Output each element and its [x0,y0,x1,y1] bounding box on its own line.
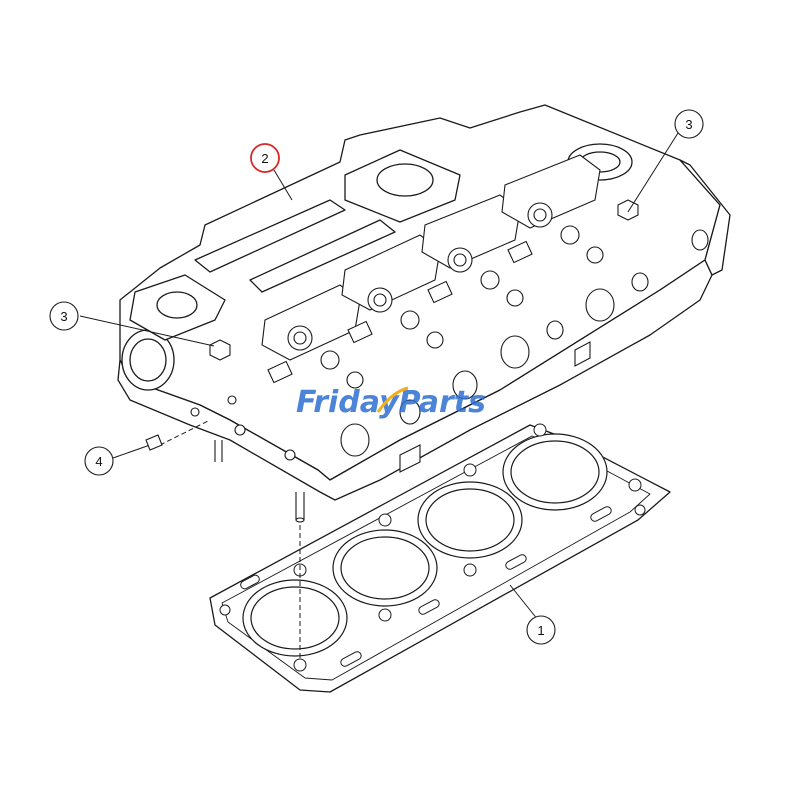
callout-3-right-label: 3 [685,117,692,132]
callout-2-label: 2 [261,151,268,166]
watermark-part1: Friday [296,385,400,420]
callout-4: 4 [84,446,114,476]
cylinder-head [117,104,731,501]
gasket-holes [219,423,646,672]
callout-3-left: 3 [49,301,79,331]
watermark-swoosh [376,386,409,413]
gasket-bores [242,433,608,657]
callout-1: 1 [526,615,556,645]
callout-4-label: 4 [95,454,102,469]
alignment-lines [159,419,301,660]
watermark: FridayParts [296,385,486,420]
dowel-pin [145,434,163,451]
watermark-part2: Parts [399,385,486,420]
front-face-ports [190,229,709,523]
callout-3-left-label: 3 [60,309,67,324]
leader-lines [79,132,679,621]
callout-3-right: 3 [674,109,704,139]
valve-gear [209,154,639,389]
callout-1-label: 1 [537,623,544,638]
callout-2: 2 [250,143,280,173]
